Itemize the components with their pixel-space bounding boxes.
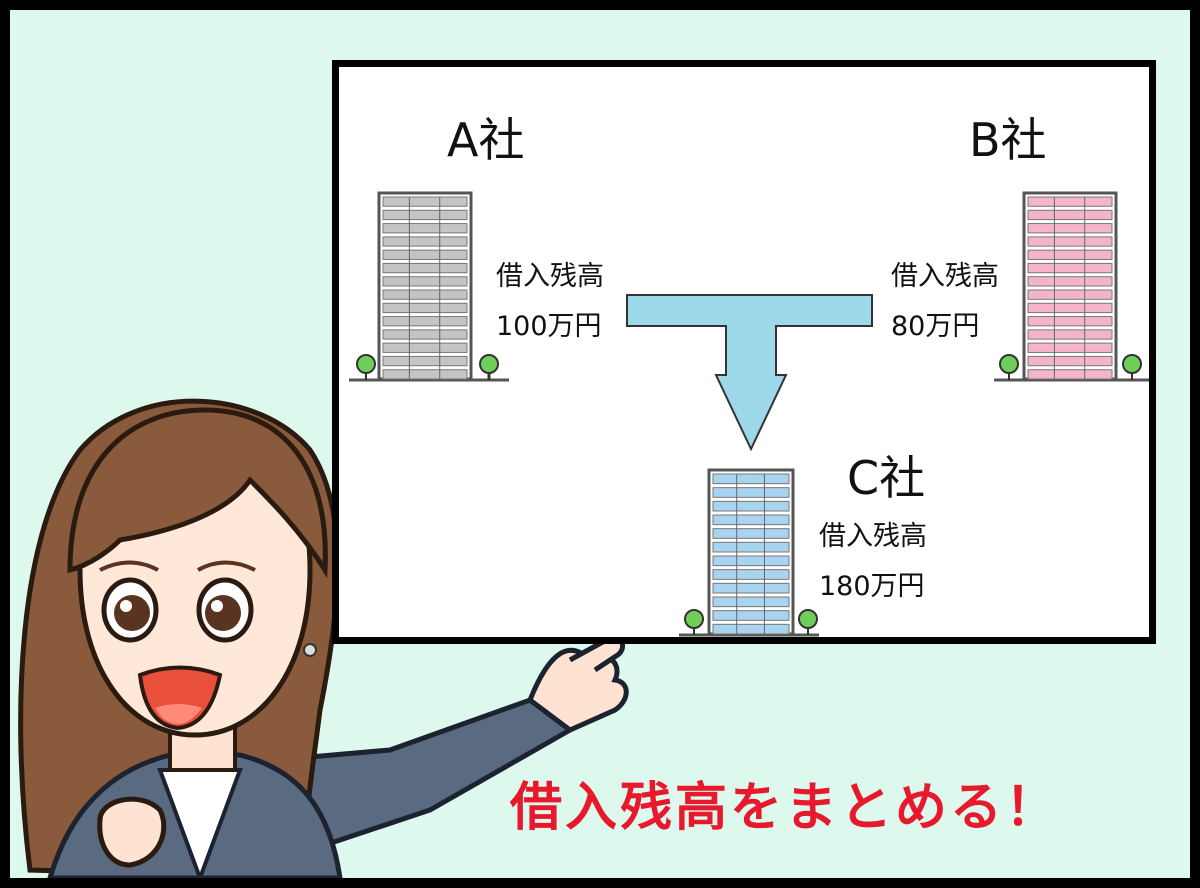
building-floor <box>712 500 790 512</box>
building-floor <box>382 369 468 380</box>
company-c-name: C社 <box>847 451 926 505</box>
building-floor <box>712 528 790 539</box>
building-floor <box>1027 369 1113 380</box>
building-floor <box>1027 316 1113 327</box>
whiteboard: A社 借入残高 100万円 B社 借入残高 80万円 C社 借入残高 180万円 <box>332 60 1156 644</box>
building-floor <box>712 582 790 594</box>
building-floor <box>382 209 468 221</box>
building-floor <box>382 342 468 353</box>
building-floor <box>712 623 790 635</box>
building-floor <box>1027 262 1113 274</box>
building-floor <box>382 262 468 274</box>
building-floor <box>712 473 790 485</box>
building-floor <box>712 555 790 567</box>
building-floor <box>1027 196 1113 207</box>
building-floor <box>1027 236 1113 247</box>
company-a-label: 借入残高 <box>496 261 604 292</box>
building-floor <box>712 487 790 498</box>
character <box>18 398 343 878</box>
building-floor <box>1027 302 1113 314</box>
building-floor <box>1027 329 1113 340</box>
building-floor <box>712 569 790 580</box>
building-floor <box>382 355 468 367</box>
building-floor <box>712 541 790 553</box>
building-floor <box>382 302 468 314</box>
company-a-amount: 100万円 <box>496 311 602 342</box>
building-floor <box>1027 342 1113 353</box>
building-floor <box>712 514 790 526</box>
company-a-name: A社 <box>447 113 525 167</box>
merge-arrow <box>626 294 873 452</box>
scene-illustration <box>18 398 629 878</box>
building-floor <box>712 610 790 621</box>
building-floor <box>1027 223 1113 234</box>
building-floor <box>382 289 468 300</box>
building-c <box>679 468 819 637</box>
building-floor <box>1027 289 1113 300</box>
building-a <box>349 191 509 382</box>
building-floor <box>382 316 468 327</box>
building-floor <box>382 329 468 340</box>
company-c-balance: 借入残高 180万円 <box>819 512 927 612</box>
company-b-name: B社 <box>969 113 1047 167</box>
building-floor <box>1027 209 1113 221</box>
company-c-label: 借入残高 <box>819 521 927 552</box>
building-floor <box>1027 276 1113 287</box>
company-c-amount: 180万円 <box>819 571 925 602</box>
building-floor <box>382 196 468 207</box>
building-floor <box>382 236 468 247</box>
company-b-balance: 借入残高 80万円 <box>891 252 999 352</box>
building-floor <box>1027 249 1113 260</box>
building-floor <box>1027 355 1113 367</box>
board-graphics <box>349 191 1149 637</box>
building-b <box>994 191 1149 382</box>
building-floor <box>712 596 790 608</box>
company-b-label: 借入残高 <box>891 261 999 292</box>
building-floor <box>382 276 468 287</box>
building-floor <box>382 223 468 234</box>
comic-panel: A社 借入残高 100万円 B社 借入残高 80万円 C社 借入残高 180万円… <box>10 10 1190 878</box>
company-a-balance: 借入残高 100万円 <box>496 252 604 352</box>
caption: 借入残高をまとめる！ <box>510 778 1061 838</box>
company-b-amount: 80万円 <box>891 311 980 342</box>
building-floor <box>382 249 468 260</box>
